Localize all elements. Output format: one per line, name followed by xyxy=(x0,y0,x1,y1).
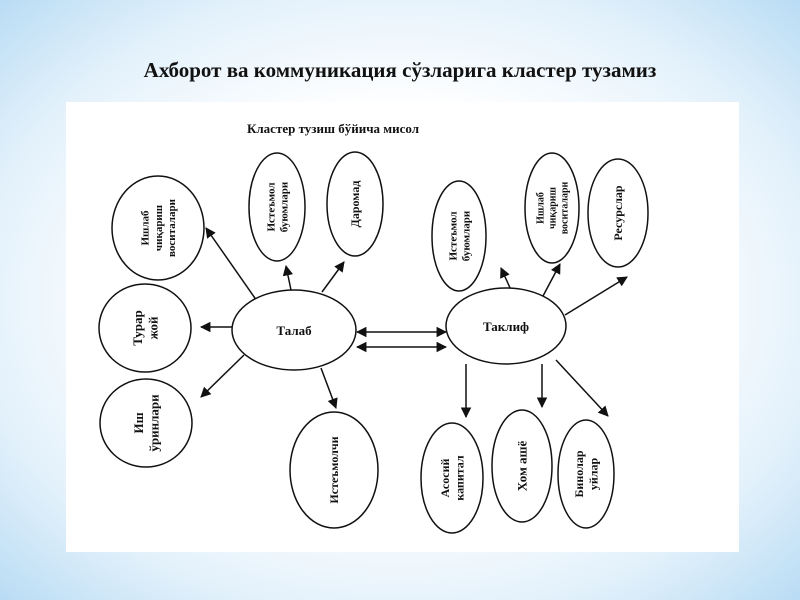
node-talab-ish-label: Ишўринлари xyxy=(131,394,162,452)
node-taklif-ishlab: Ишлабчиқаришвоситалари xyxy=(524,152,580,264)
node-taklif-resurs-label: Ресурслар xyxy=(611,185,625,241)
label-line: жой xyxy=(145,316,160,340)
node-talab-turar: Тураржой xyxy=(98,283,192,373)
node-talab-istemolchi-label: Истеъмолчи xyxy=(327,436,341,503)
arrow-talab-ishlab xyxy=(205,227,258,302)
arrow-taklif-istemol xyxy=(500,267,512,291)
label-line: Истеъмол xyxy=(265,182,277,231)
label-line: ўринлари xyxy=(146,394,161,452)
hub-taklif: Таклиф xyxy=(445,287,567,365)
label-line: воситалари xyxy=(166,198,178,257)
node-talab-istemol-buyum: Истеъмолбуюмлари xyxy=(248,152,306,262)
label-line: Иш xyxy=(131,412,146,433)
label-line: Ишлаб xyxy=(140,210,152,246)
node-taklif-istemol-buyum: Истеъмолбуюмлари xyxy=(431,180,487,292)
label-line: Ишлаб xyxy=(536,192,547,224)
arrow-talab-ish xyxy=(200,354,245,398)
arrow-taklif-resurs xyxy=(564,276,628,316)
node-taklif-asosiy: Асосийкапитал xyxy=(420,422,484,534)
node-taklif-istemol-buyum-label: Истеъмолбуюмлари xyxy=(447,210,472,261)
label-line: Даромад xyxy=(348,181,362,228)
node-talab-daromad: Даромад xyxy=(326,151,384,257)
label-line: Бинолар xyxy=(572,450,586,497)
label-line: Хом ашё xyxy=(515,440,530,491)
label-line: чиқариш xyxy=(153,205,165,251)
hub-talab: Талаб xyxy=(231,289,357,371)
label-line: Истеъмолчи xyxy=(327,436,341,503)
node-taklif-xom: Хом ашё xyxy=(491,409,553,523)
label-line: Ресурслар xyxy=(611,185,625,241)
arrow-taklif-bino xyxy=(555,359,609,417)
node-talab-ishlab: Ишлабчиқаришвоситалари xyxy=(111,175,205,281)
arrow-talab-istemolchi xyxy=(320,367,338,409)
label-line: буюмлари xyxy=(460,210,472,261)
node-talab-ishlab-label: Ишлабчиқаришвоситалари xyxy=(140,198,178,257)
arrow-talab-istemol xyxy=(282,264,294,291)
label-line: воситалари xyxy=(560,181,571,234)
arrows xyxy=(199,227,628,419)
slide-title: Ахборот ва коммуникация сўзларига класте… xyxy=(143,58,657,82)
hub-taklif-label: Таклиф xyxy=(483,319,529,334)
node-taklif-xom-label: Хом ашё xyxy=(515,440,530,491)
label-line: Истеъмол xyxy=(447,211,459,260)
node-talab-istemolchi: Истеъмолчи xyxy=(289,411,379,529)
arrow-taklif-ishlab xyxy=(542,263,561,297)
node-talab-ish: Ишўринлари xyxy=(99,378,193,468)
diagram-panel: Кластер тузиш бўйича мисол Талаб Таклиф xyxy=(66,102,739,552)
label-line: Асосий xyxy=(438,458,452,497)
node-taklif-ishlab-label: Ишлабчиқаришвоситалари xyxy=(536,181,571,234)
hub-talab-label: Талаб xyxy=(276,323,312,338)
node-talab-daromad-label: Даромад xyxy=(348,181,362,228)
label-line: Турар xyxy=(130,310,145,345)
diagram-caption: Кластер тузиш бўйича мисол xyxy=(247,121,419,136)
node-talab-istemol-buyum-label: Истеъмолбуюмлари xyxy=(265,181,290,232)
label-line: чиқариш xyxy=(548,186,559,228)
arrow-talab-daromad xyxy=(321,261,345,293)
node-taklif-resurs: Ресурслар xyxy=(587,158,649,268)
label-line: буюмлари xyxy=(278,181,290,232)
node-taklif-asosiy-label: Асосийкапитал xyxy=(438,455,466,501)
node-taklif-bino: Биноларуйлар xyxy=(557,419,615,529)
label-line: уйлар xyxy=(586,458,600,491)
node-talab-turar-label: Тураржой xyxy=(130,310,161,345)
cluster-diagram: Кластер тузиш бўйича мисол Талаб Таклиф xyxy=(98,121,649,534)
node-taklif-bino-label: Биноларуйлар xyxy=(572,450,600,497)
label-line: капитал xyxy=(452,455,466,501)
